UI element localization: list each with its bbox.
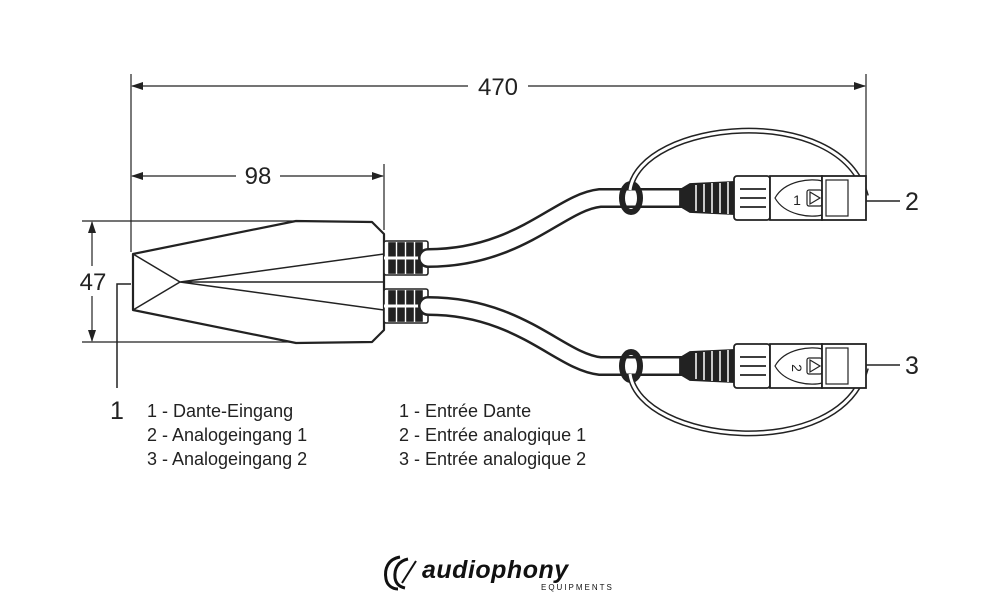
legend-french-item-3: 3 - Entrée analogique 2	[399, 449, 587, 469]
cable-upper	[418, 188, 698, 268]
legend-german: 1 - Dante-Eingang 2 - Analogeingang 1 3 …	[147, 399, 307, 471]
dimension-box-length	[131, 164, 385, 230]
dimension-label-470: 470	[478, 74, 518, 101]
connector-marking-2: 2	[789, 364, 805, 372]
xlr-connector-lower	[679, 343, 867, 389]
dimension-label-47: 47	[80, 269, 107, 296]
retaining-loop-upper-inner	[628, 129, 868, 197]
callout-label-3: 3	[905, 352, 919, 380]
brand-name: audiophony	[422, 556, 569, 584]
strain-relief-lower	[383, 288, 429, 324]
legend-french-item-1: 1 - Entrée Dante	[399, 401, 532, 421]
callout-leader-1	[116, 283, 131, 388]
legend-german-item-3: 3 - Analogeingang 2	[147, 449, 308, 469]
brand-subtitle: EQUIPMENTS	[541, 583, 614, 592]
legend-french: 1 - Entrée Dante 2 - Entrée analogique 1…	[399, 399, 586, 471]
legend-german-item-2: 2 - Analogeingang 1	[147, 425, 308, 445]
brand-mark-icon	[384, 555, 417, 591]
callout-label-1: 1	[110, 397, 124, 425]
xlr-connector-upper	[679, 175, 867, 221]
dante-interface-box	[131, 219, 386, 345]
legend-german-item-1: 1 - Dante-Eingang	[147, 401, 294, 421]
connector-marking-1: 1	[793, 192, 801, 208]
brand-logo: audiophony EQUIPMENTS	[378, 553, 628, 593]
retaining-loop-lower-inner	[628, 367, 868, 435]
legend-french-item-2: 2 - Entrée analogique 1	[399, 425, 587, 445]
callout-label-2: 2	[905, 188, 919, 216]
box-facet-lines	[132, 253, 385, 311]
dimension-label-98: 98	[245, 163, 272, 190]
cable-lower	[418, 296, 698, 376]
